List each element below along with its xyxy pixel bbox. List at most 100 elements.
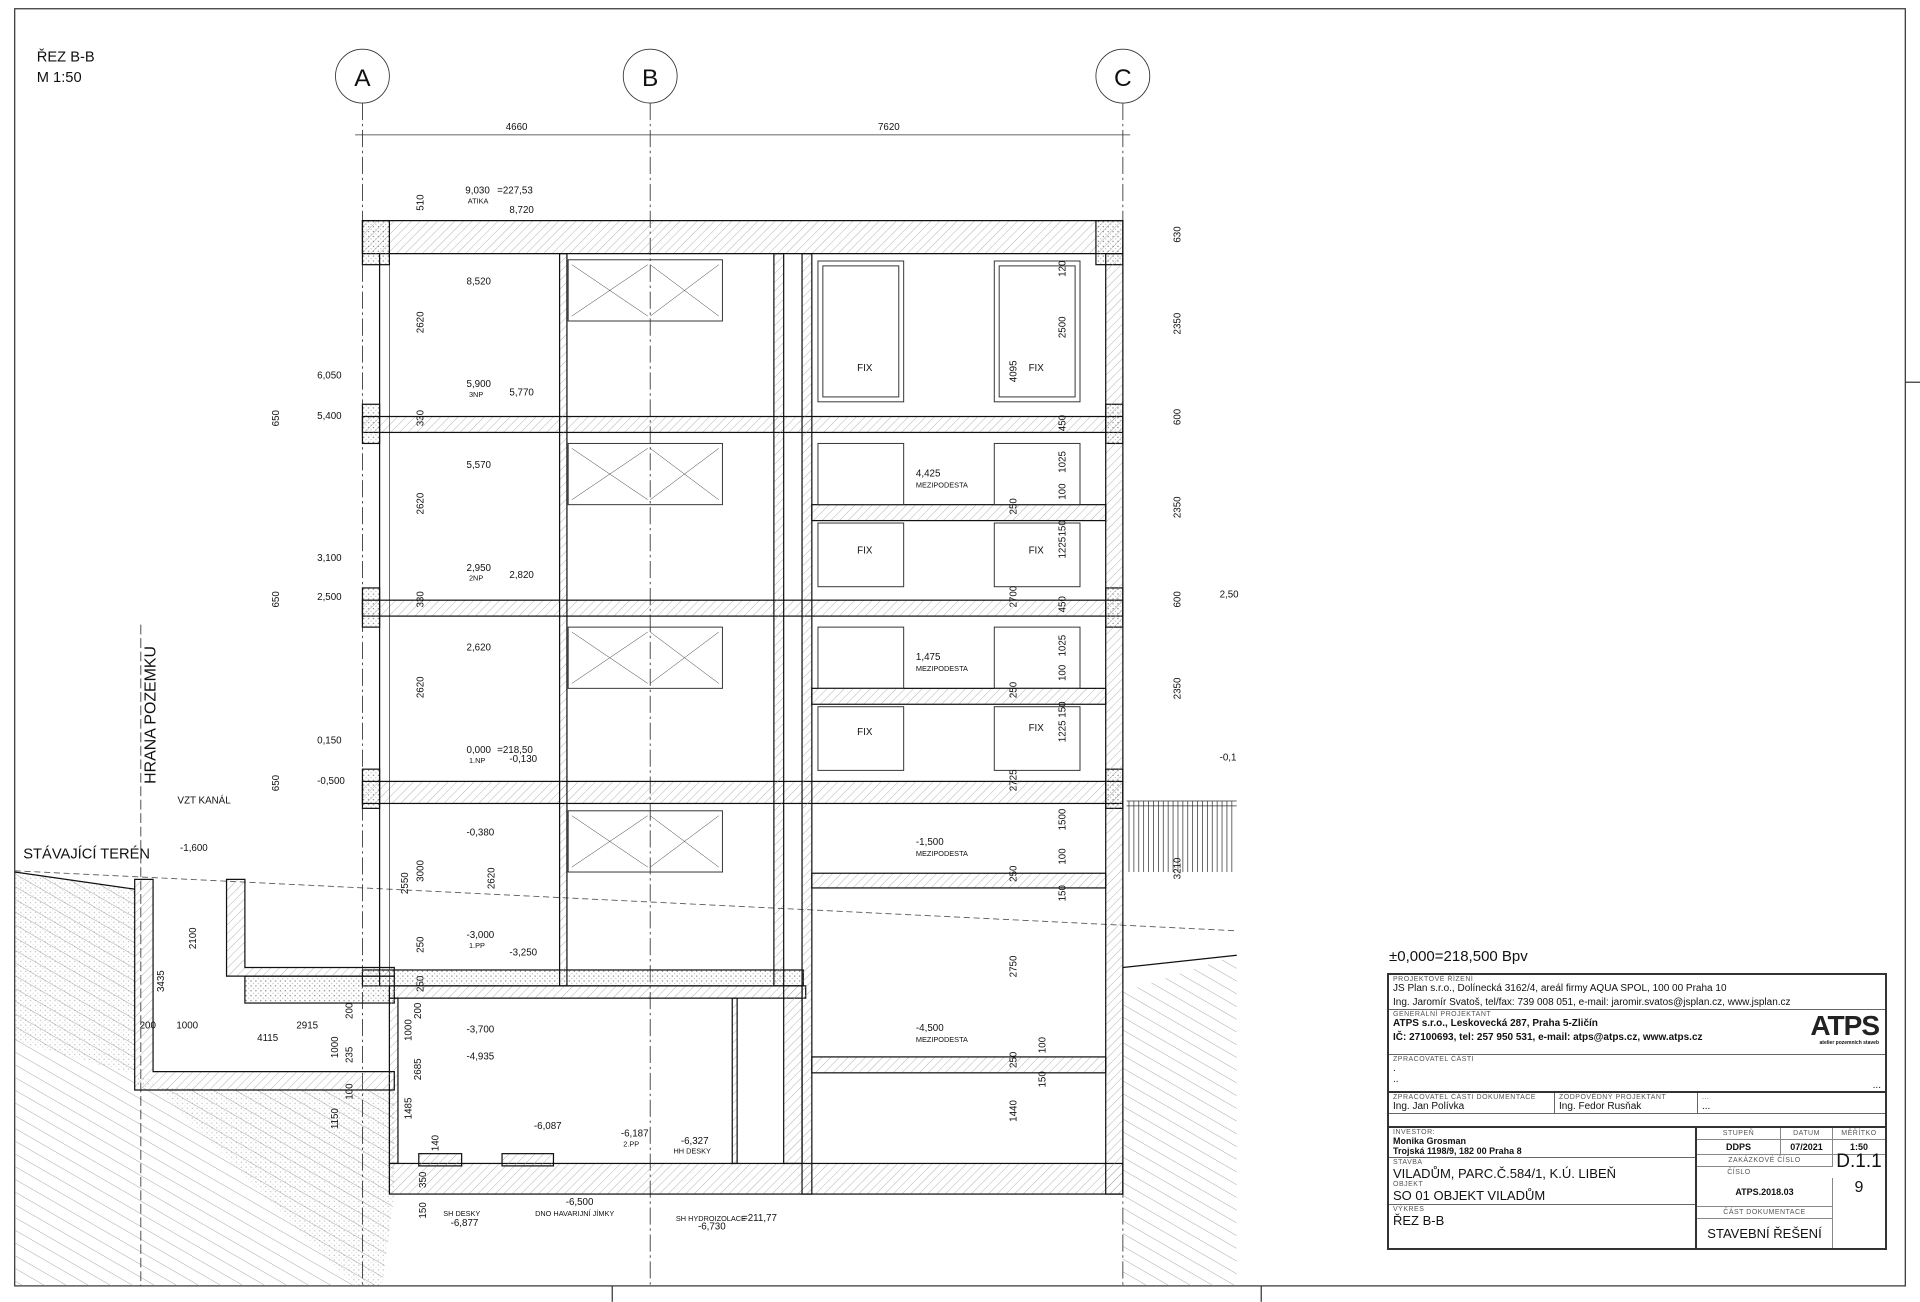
dimension-label: =211,77 bbox=[742, 1213, 777, 1224]
dimension-label: FIX bbox=[857, 363, 873, 374]
dimension-label: -6,877 bbox=[451, 1218, 479, 1229]
dimension-label: 1025 bbox=[1057, 634, 1068, 656]
dimension-label: 100 bbox=[1057, 664, 1068, 681]
dimension-label: 250 bbox=[1008, 1051, 1019, 1068]
dimension-label: -0,1 bbox=[1220, 753, 1237, 764]
datum-elevation: ±0,000=218,500 Bpv bbox=[1389, 948, 1528, 965]
dimension-label: 630 bbox=[1172, 226, 1183, 243]
dimension-label: 3,100 bbox=[317, 553, 342, 564]
dimension-label: -3,000 bbox=[467, 930, 495, 941]
dimension-label: 3000 bbox=[416, 859, 427, 881]
dimension-label: 150 bbox=[1057, 701, 1068, 718]
terrain bbox=[14, 870, 1237, 1286]
dimension-label: 510 bbox=[416, 194, 427, 211]
dimension-label: 120 bbox=[1057, 260, 1068, 277]
window bbox=[567, 259, 723, 322]
dimension-label: 2350 bbox=[1172, 496, 1183, 518]
dimension-label: 1000 bbox=[176, 1021, 198, 1032]
axis-label-a: A bbox=[354, 65, 371, 92]
dimension-label: FIX bbox=[1029, 546, 1045, 557]
window bbox=[567, 626, 723, 689]
dimension-label: 2,820 bbox=[509, 570, 534, 581]
railing bbox=[1126, 800, 1237, 873]
dimension-label: -6,087 bbox=[534, 1121, 562, 1132]
dimension-label: 1440 bbox=[1008, 1099, 1019, 1121]
dimension-label: =218,50 bbox=[497, 745, 533, 756]
dimension-label: 2700 bbox=[1008, 585, 1019, 607]
atps-logo: ATPS atelier pozemních staveb bbox=[1810, 1010, 1880, 1047]
general-designer-label: GENERÁLNÍ PROJEKTANT bbox=[1393, 1011, 1492, 1018]
dimension-label: DNO HAVARIJNÍ JÍMKY bbox=[535, 1209, 614, 1218]
part-author-label: ZPRACOVATEL ČÁSTI bbox=[1393, 1056, 1475, 1063]
dimension-label: -1,500 bbox=[916, 837, 944, 848]
order-label: ZAKÁZKOVÉ ČÍSLO bbox=[1697, 1155, 1833, 1167]
dimension-label: 8,520 bbox=[467, 276, 492, 287]
dimension-label: 2.PP bbox=[623, 1139, 639, 1148]
investor-address: Trojská 1198/9, 182 00 Praha 8 bbox=[1393, 1146, 1522, 1156]
responsible-label: ZODPOVĚDNÝ PROJEKTANT bbox=[1559, 1094, 1667, 1101]
dimension-label: 2,50 bbox=[1220, 590, 1240, 601]
dimension-label: 2620 bbox=[487, 867, 498, 889]
dimension-label: 600 bbox=[1172, 408, 1183, 425]
stage-value: DDPS bbox=[1697, 1140, 1781, 1155]
dimension-label: 140 bbox=[430, 1134, 441, 1151]
dimension-label: 2725 bbox=[1008, 769, 1019, 791]
dimension-label: -4,935 bbox=[467, 1051, 495, 1062]
dimension-label: 2,950 bbox=[467, 563, 492, 574]
drawing-title: ŘEZ B-B bbox=[37, 48, 95, 65]
dimension-label: 5,400 bbox=[317, 411, 342, 422]
dimension-label: 100 bbox=[1038, 1036, 1049, 1053]
dimension-label: 2100 bbox=[188, 927, 199, 949]
axis-grid bbox=[140, 48, 1151, 1286]
title-block: PROJEKTOVÉ ŘÍZENÍ JS Plan s.r.o., Dolíne… bbox=[1387, 973, 1887, 1250]
project-management-line2: Ing. Jaromír Svatoš, tel/fax: 739 008 05… bbox=[1393, 997, 1791, 1008]
part-author-dots: ... bbox=[1872, 1080, 1881, 1091]
dimension-label: 1025 bbox=[1057, 451, 1068, 473]
dimension-label: 1500 bbox=[1057, 808, 1068, 830]
window bbox=[567, 810, 723, 873]
building-structure bbox=[134, 219, 1124, 1195]
axis-label-c: C bbox=[1114, 65, 1132, 92]
dimension-label: 250 bbox=[1008, 498, 1019, 515]
dimension-label: 250 bbox=[1008, 865, 1019, 882]
dimension-label: FIX bbox=[1029, 363, 1045, 374]
windows bbox=[567, 259, 1081, 873]
dimension-label: 330 bbox=[416, 409, 427, 426]
dimension-label: STÁVAJÍCÍ TERÉN bbox=[23, 846, 150, 863]
dimension-label: 2550 bbox=[400, 872, 411, 894]
dimension-label: -6,500 bbox=[566, 1197, 594, 1208]
order-value: ATPS.2018.03 bbox=[1697, 1178, 1833, 1207]
dimension-label: 100 bbox=[1057, 483, 1068, 500]
third-value: ... bbox=[1702, 1101, 1711, 1112]
scale-value: 1:50 bbox=[1833, 1140, 1885, 1155]
dimension-label: -1,600 bbox=[180, 843, 208, 854]
investor-name: Monika Grosman bbox=[1393, 1136, 1467, 1146]
dimension-label: 2,500 bbox=[317, 592, 342, 603]
dimension-label: FIX bbox=[1029, 723, 1045, 734]
dimension-label: 2350 bbox=[1172, 312, 1183, 334]
dimension-label: -4,500 bbox=[916, 1023, 944, 1034]
dimension-label: 1.PP bbox=[469, 941, 485, 950]
dimension-label: -6,327 bbox=[681, 1136, 709, 1147]
dimension-label: ATIKA bbox=[468, 196, 489, 205]
dimension-label: 4,425 bbox=[916, 469, 941, 480]
drawing-label: VÝKRES bbox=[1393, 1206, 1425, 1213]
dimension-label: 3435 bbox=[156, 970, 167, 992]
part-author-line1: . bbox=[1393, 1063, 1396, 1074]
dimension-label: 0,150 bbox=[317, 735, 342, 746]
dimension-label: MEZIPODESTA bbox=[916, 664, 968, 673]
dimension-label: 250 bbox=[416, 975, 427, 992]
dimension-label: 5,900 bbox=[467, 379, 492, 390]
dimension-label: 1225 bbox=[1057, 720, 1068, 742]
drawing-name: ŘEZ B-B bbox=[1393, 1213, 1445, 1228]
dimension-label: 330 bbox=[416, 591, 427, 608]
dimension-label: 2915 bbox=[296, 1021, 318, 1032]
dimension-label: FIX bbox=[857, 727, 873, 738]
axis-label-b: B bbox=[642, 65, 658, 92]
dimension-label: 1485 bbox=[403, 1097, 414, 1119]
dimension-label: 100 bbox=[1057, 848, 1068, 865]
dimension-label: 200 bbox=[413, 1002, 424, 1019]
dimension-label: -0,380 bbox=[467, 827, 495, 838]
doc-part-value: STAVEBNÍ ŘEŠENÍ bbox=[1697, 1219, 1833, 1248]
